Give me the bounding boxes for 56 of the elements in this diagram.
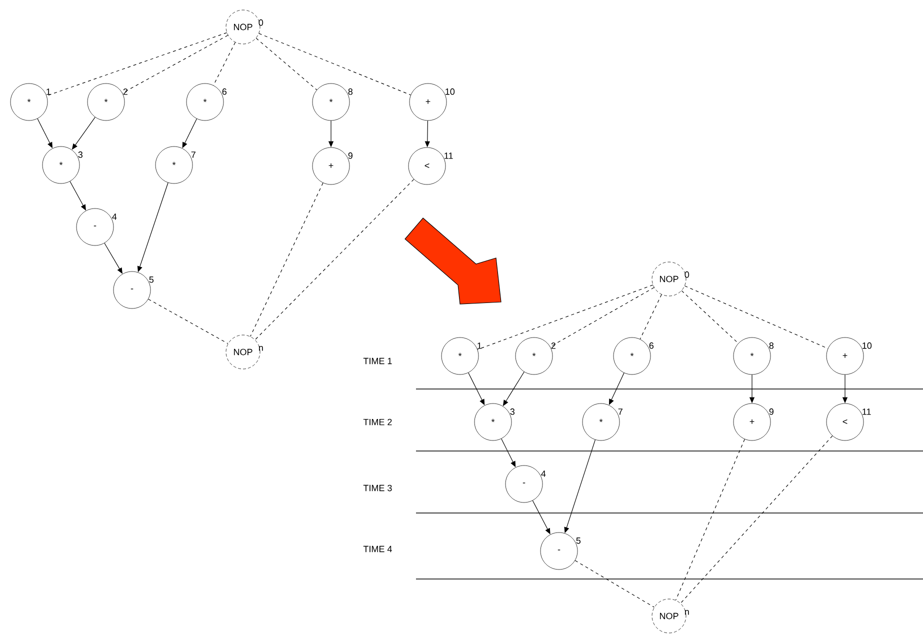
node-number: 1 <box>46 88 50 95</box>
node-number: 3 <box>510 408 515 415</box>
dashed-line <box>258 33 411 96</box>
dashed-line <box>477 284 654 350</box>
dashed-line <box>256 38 318 90</box>
node-number: 5 <box>149 276 154 283</box>
node-number: 0 <box>684 271 690 278</box>
dashed-line <box>680 436 833 604</box>
node-number: 2 <box>551 342 556 349</box>
nop-node: NOP <box>652 598 686 634</box>
operation-node: - <box>540 532 578 570</box>
dashed-line <box>574 560 654 608</box>
dashed-line <box>684 286 828 349</box>
node-number: 10 <box>862 342 872 349</box>
node-number: 10 <box>446 88 455 95</box>
node-number: 9 <box>769 408 774 415</box>
node-number: 0 <box>258 19 264 26</box>
node-number: 7 <box>618 408 622 415</box>
dashed-line <box>148 298 228 344</box>
node-number: 7 <box>191 152 196 158</box>
operation-node: + <box>826 337 864 375</box>
dashed-line <box>675 438 745 600</box>
dashed-line <box>250 182 324 337</box>
dashed-line <box>46 32 228 96</box>
dashed-line <box>254 179 414 340</box>
node-number: 8 <box>348 88 353 95</box>
nop-node: NOP <box>226 334 260 370</box>
node-number: 1 <box>478 342 482 349</box>
operation-node: + <box>409 83 447 121</box>
node-number: 5 <box>576 538 581 544</box>
dependency-arrow <box>532 500 550 534</box>
dashed-line <box>681 290 739 344</box>
node-number: 3 <box>78 151 83 158</box>
node-number: 2 <box>123 88 128 95</box>
time-step-label: TIME 1 <box>363 358 392 364</box>
time-step-label: TIME 3 <box>363 484 392 492</box>
dashed-line <box>213 42 236 86</box>
operation-node: * <box>441 337 479 375</box>
time-step-label: TIME 4 <box>363 546 392 552</box>
dashed-line <box>122 34 228 94</box>
operation-node: < <box>826 403 864 441</box>
node-number: 6 <box>222 88 227 95</box>
node-number: 9 <box>348 152 352 159</box>
node-number: 8 <box>769 342 774 349</box>
operation-node: - <box>113 271 151 309</box>
node-number: 4 <box>541 470 546 477</box>
node-number: n <box>685 610 689 615</box>
node-number: 6 <box>649 342 654 349</box>
operation-node: < <box>408 147 446 185</box>
operation-node: * <box>10 83 48 121</box>
node-number: n <box>259 346 263 351</box>
node-number: 11 <box>862 408 871 415</box>
dashed-line <box>640 294 662 340</box>
node-number: 4 <box>112 214 117 220</box>
time-step-label: TIME 2 <box>363 418 392 426</box>
node-number: 11 <box>444 152 453 159</box>
